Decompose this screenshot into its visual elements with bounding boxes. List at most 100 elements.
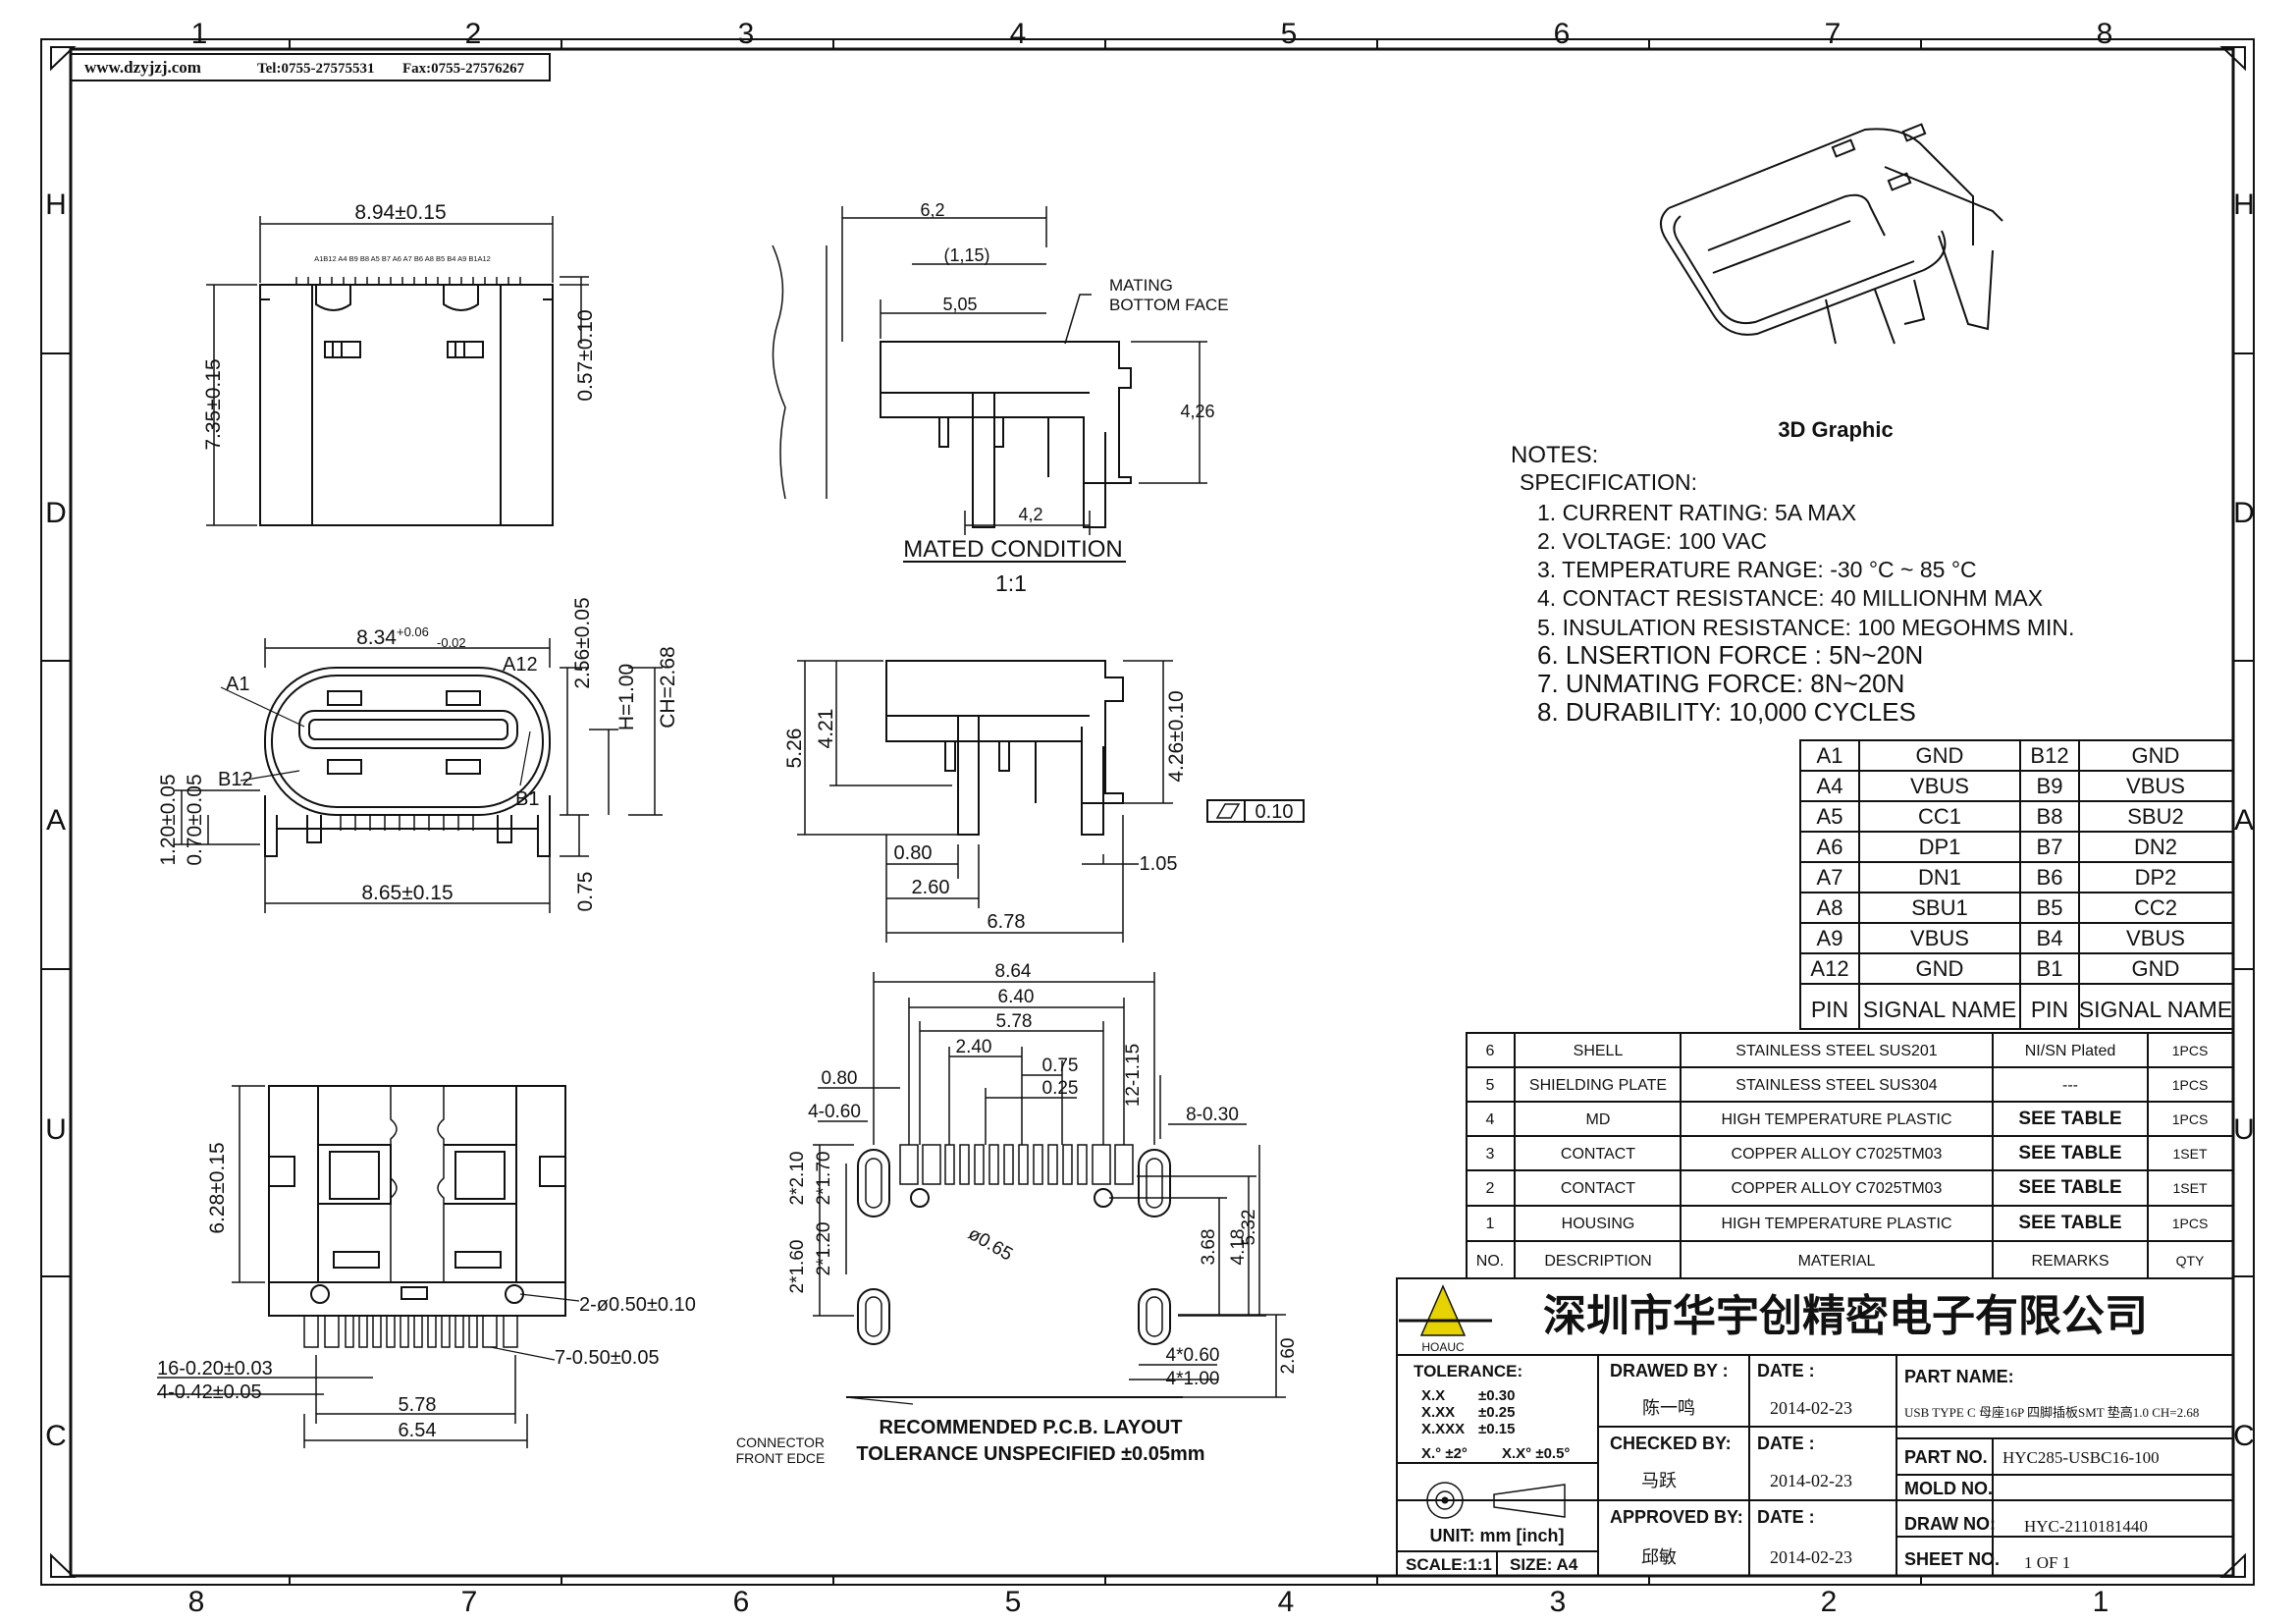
- bom-cell: 4: [1486, 1111, 1495, 1128]
- bom-cell: SEE TABLE: [2018, 1213, 2121, 1233]
- row-left-4: U: [45, 1113, 67, 1146]
- col-top-2: 2: [465, 18, 482, 50]
- label-a12: A12: [503, 654, 538, 676]
- note-item-3: 3. TEMPERATURE RANGE: -30 °C ~ 85 °C: [1537, 557, 1977, 582]
- drawn-by-label: DRAWED BY :: [1610, 1361, 1729, 1380]
- note-item-5: 5. INSULATION RESISTANCE: 100 MEGOHMS MI…: [1537, 615, 2074, 640]
- col-top-1: 1: [191, 18, 208, 50]
- front-d256: 2.56±0.05: [571, 597, 594, 688]
- note-item-8: 8. DURABILITY: 10,000 CYCLES: [1537, 697, 1916, 727]
- side-d080: 0.80: [894, 842, 933, 864]
- pin-table-cell: B5: [2037, 895, 2063, 920]
- note-item-6: 6. LNSERTION FORCE : 5N~20N: [1537, 640, 1923, 670]
- angle-tol-1: X.° ±2°: [1421, 1445, 1468, 1462]
- pin-table-cell: A7: [1817, 865, 1843, 890]
- pcb-d532: 5.32: [1239, 1210, 1259, 1246]
- tol-row-3-key: X.XXX: [1421, 1421, 1465, 1437]
- front-dch: CH=2.68: [657, 646, 679, 728]
- date-label-3: DATE :: [1757, 1507, 1815, 1527]
- pcb-d075: 0.75: [1042, 1056, 1079, 1076]
- pin-table-cell: DN1: [1918, 865, 1961, 890]
- front-d120: 1.20±0.05: [157, 774, 180, 865]
- pcb-d864: 8.64: [995, 961, 1032, 982]
- pcb-d2210: 2*2.10: [787, 1152, 808, 1206]
- side-d421: 4.21: [815, 709, 837, 749]
- row-left-1: H: [45, 189, 67, 221]
- pin-table-cell: SBU2: [2127, 804, 2183, 829]
- pin-table-cell: CC1: [1918, 804, 1961, 829]
- draw-no-label: DRAW NO:: [1904, 1514, 1996, 1534]
- pin-table-cell: A5: [1817, 804, 1843, 829]
- sheet-frame: [40, 38, 2255, 1586]
- bottom-pins-c: 7-0.50±0.05: [555, 1347, 660, 1369]
- front-bottom-width: 8.65±0.15: [361, 882, 453, 904]
- col-bottom-2: 2: [1821, 1586, 1838, 1618]
- col-top-4: 4: [1010, 18, 1027, 50]
- tol-row-3-val: ±0.15: [1478, 1421, 1515, 1437]
- pcb-d2170: 2*1.70: [814, 1152, 834, 1206]
- pin-table-cell: A12: [1810, 956, 1848, 981]
- bom-cell: STAINLESS STEEL SUS304: [1735, 1077, 1938, 1094]
- header-website: www.dzyjzj.com: [84, 58, 201, 77]
- mated-dim-a: 6,2: [920, 200, 944, 220]
- pcb-d4100: 4*1.00: [1166, 1369, 1220, 1389]
- mated-view: [772, 206, 1207, 563]
- pin-table-cell: A4: [1817, 774, 1843, 798]
- col-bottom-4: 4: [1278, 1586, 1295, 1618]
- header-fax: Fax:0755-27576267: [402, 61, 525, 77]
- header-tel: Tel:0755-27575531: [257, 61, 374, 77]
- row-right-2: D: [2233, 497, 2255, 529]
- bom-cell: SEE TABLE: [2018, 1143, 2121, 1164]
- bottom-d654: 6.54: [399, 1420, 437, 1441]
- bottom-holes: 2-ø0.50±0.10: [579, 1294, 696, 1316]
- mated-dim-b: (1,15): [943, 245, 989, 265]
- date-label-1: DATE :: [1757, 1361, 1815, 1380]
- date-value-1: 2014-02-23: [1770, 1398, 1852, 1418]
- tol-row-2-val: ±0.25: [1478, 1404, 1515, 1421]
- col-bottom-1: 1: [2093, 1586, 2109, 1618]
- side-d678: 6.78: [988, 911, 1026, 933]
- pcb-edge-2: FRONT EDCE: [736, 1450, 826, 1466]
- bom-cell: HIGH TEMPERATURE PLASTIC: [1722, 1216, 1952, 1232]
- pin-table-cell: DP1: [1919, 835, 1961, 859]
- note-item-1: 1. CURRENT RATING: 5A MAX: [1537, 500, 1856, 525]
- pin-table-cell: B7: [2037, 835, 2063, 859]
- bottom-pins-b: 4-0.42±0.05: [157, 1381, 262, 1403]
- notes-title: NOTES:: [1511, 442, 1598, 468]
- pin-table-cell: A9: [1817, 926, 1843, 950]
- pin-table-cell: B1: [2037, 956, 2063, 981]
- row-right-4: U: [2233, 1113, 2255, 1146]
- title-block-text: 深圳市华宇创精密电子有限公司 HOAUC TOLERANCE: X.X ±0.3…: [1406, 1292, 2199, 1574]
- pcb-d418: 4.18: [1228, 1229, 1249, 1266]
- pcb-d8030: 8-0.30: [1186, 1105, 1239, 1125]
- checked-by-value: 马跃: [1641, 1471, 1677, 1490]
- bom-cell: STAINLESS STEEL SUS201: [1735, 1043, 1938, 1059]
- draw-no-value: HYC-2110181440: [2024, 1517, 2148, 1536]
- pcb-d368: 3.68: [1199, 1229, 1219, 1266]
- bom-cell: 1SET: [2172, 1146, 2207, 1162]
- mating-label-1: MATING: [1109, 276, 1173, 295]
- bom-cell: 1PCS: [2172, 1111, 2209, 1127]
- pin-table-cell: A1: [1817, 743, 1843, 768]
- pcb-caption: RECOMMENDED P.C.B. LAYOUT: [880, 1417, 1183, 1438]
- pin-table-cell: GND: [1916, 743, 1964, 768]
- bottom-view-labels: 6.28±0.15 2-ø0.50±0.10 16-0.20±0.03 4-0.…: [157, 1142, 696, 1441]
- mated-dim-e: 4,2: [1018, 505, 1042, 524]
- pin-table-cell: VBUS: [2126, 774, 2185, 798]
- bottom-d628: 6.28±0.15: [206, 1142, 229, 1233]
- pin-table-header-cell: PIN: [1811, 997, 1848, 1022]
- bom-header-cell: REMARKS: [2031, 1253, 2109, 1270]
- col-bottom-7: 7: [461, 1586, 478, 1618]
- bottom-pins-a: 16-0.20±0.03: [157, 1358, 273, 1380]
- bom-cell: 1PCS: [2172, 1043, 2209, 1058]
- pin-table-cell: VBUS: [1910, 926, 1969, 950]
- pin-table: [1799, 739, 2234, 1030]
- angle-tol-2: X.X° ±0.5°: [1502, 1445, 1570, 1462]
- pin-table-cell: B12: [2030, 743, 2068, 768]
- pcb-tolerance: TOLERANCE UNSPECIFIED ±0.05mm: [856, 1443, 1204, 1465]
- row-left-3: A: [46, 804, 66, 837]
- note-item-7: 7. UNMATING FORCE: 8N~20N: [1537, 669, 1904, 698]
